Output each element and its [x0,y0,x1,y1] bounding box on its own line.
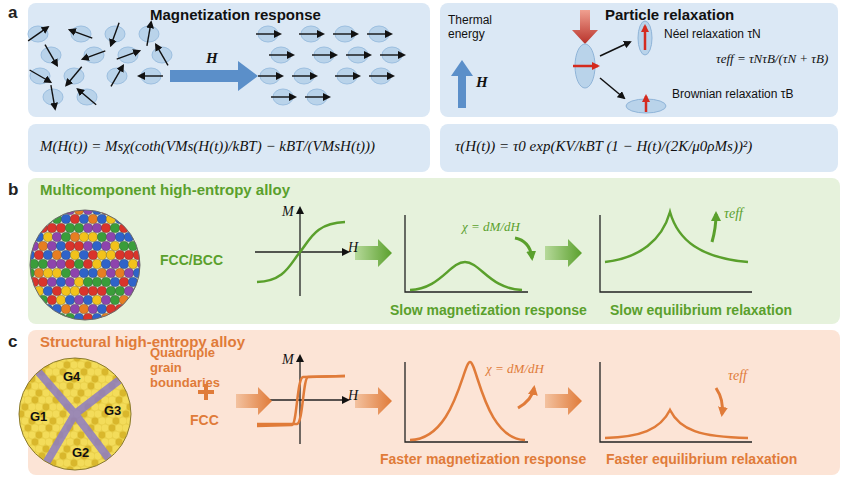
node-text: χ = dM/dH [462,220,520,235]
node-text: Multicomponent high-entropy alloy [40,181,290,198]
panel-box: Magnetization responseH [28,3,430,117]
panel-letter: b [8,180,18,200]
node-text: Magnetization response [150,6,321,23]
node-text: Faster magnetization response [380,451,586,467]
panel-box: Particle relaxation Thermal energyH Néel r… [440,3,838,117]
node-text: Quadruple grain boundaries [150,346,242,391]
node-text: τ(H(t)) = τ0 exp(KV/kBT (1 − H(t)/(2K/μ0… [455,138,752,155]
node-text: τeff [724,206,743,222]
node-text: M [282,204,294,220]
node-text: τeff [728,368,747,384]
node-text: FCC [190,412,219,428]
node-text: Thermal energy [448,14,510,42]
node-text: Néel relaxation τN [664,28,761,42]
node-text: χ = dM/dH [486,362,544,377]
node-text: Particle relaxation [605,6,734,23]
node-text: τeff = τNτB/(τN + τB) [716,52,828,67]
node-text: M [282,352,294,368]
panel-band: Multicomponent high-entropy alloyFCC/BCC… [28,178,840,324]
panel-letter: a [8,3,17,23]
node-text: Faster equilibrium relaxation [606,451,797,467]
node-text: G4 [63,370,80,385]
formula-box: τ(H(t)) = τ0 exp(KV/kBT (1 − H(t)/(2K/μ0… [440,124,838,172]
node-text: Slow magnetization response [390,302,587,318]
node-text: H [348,240,358,256]
node-text: G2 [72,446,89,461]
node-text: FCC/BCC [160,252,223,268]
node-text: H [348,388,358,404]
node-text: G1 [30,410,47,425]
formula-box: M(H(t)) = Msχ(coth(VMs(H(t))/kBT) − kBT/… [28,124,430,172]
node-text: Slow equilibrium relaxation [610,302,792,318]
panel-letter: c [8,332,17,352]
node-text: G3 [104,404,121,419]
panel-band: Structural high-entropy alloyG4G3G1G2Qua… [28,330,840,475]
node-text: H [476,74,488,91]
node-text: M(H(t)) = Msχ(coth(VMs(H(t))/kBT) − kBT/… [40,138,375,155]
node-text: H [206,50,218,67]
node-text: Brownian relaxation τB [672,88,793,102]
